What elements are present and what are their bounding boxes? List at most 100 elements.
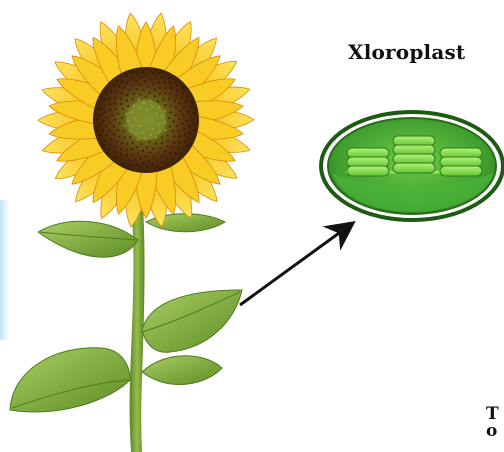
sunflower-seed	[157, 100, 159, 102]
sunflower-seed	[178, 102, 180, 104]
sunflower-seed	[131, 111, 133, 113]
sunflower-seed	[153, 156, 155, 158]
sunflower-seed	[158, 130, 160, 132]
sunflower-seed	[168, 117, 170, 119]
sunflower-seed	[159, 93, 161, 95]
sunflower-seed	[169, 152, 171, 154]
sunflower-seed	[132, 141, 134, 143]
sunflower-seed	[162, 76, 164, 78]
sunflower-seed	[139, 84, 141, 86]
sunflower-seed	[191, 101, 193, 103]
sunflower-seed	[138, 125, 140, 127]
sunflower-seed	[136, 146, 138, 148]
sunflower-seed	[151, 119, 153, 121]
sunflower-seed	[102, 129, 104, 131]
sunflower-seed	[170, 82, 172, 84]
sunflower-seed	[153, 89, 155, 91]
sunflower-seed	[180, 97, 182, 99]
sunflower-seed	[124, 125, 126, 127]
sunflower-seed	[172, 130, 174, 132]
sunflower-seed	[161, 136, 163, 138]
sunflower-seed	[148, 159, 150, 161]
sunflower-seed	[164, 122, 166, 124]
sunflower-seed	[115, 108, 117, 110]
sunflower-seed	[187, 145, 189, 147]
sunflower-seed	[154, 95, 156, 97]
sunflower-seed	[155, 136, 157, 138]
sunflower-seed	[114, 146, 116, 148]
sunflower-seed	[149, 91, 151, 93]
sunflower-seed	[121, 117, 123, 119]
sunflower-seed	[127, 105, 129, 107]
sunflower-seed	[189, 106, 191, 108]
sunflower-seed	[155, 143, 157, 145]
sunflower-seed	[162, 98, 164, 100]
sunflower-seed	[182, 87, 184, 89]
sunflower-seed	[109, 122, 111, 124]
sunflower-seed	[185, 101, 187, 103]
sunflower-seed	[129, 130, 131, 132]
sunflower-seed	[120, 97, 122, 99]
sunflower-seed	[142, 132, 144, 134]
sunflower-seed	[133, 104, 135, 106]
sunflower-seed	[175, 107, 177, 109]
sunflower-seed	[144, 155, 146, 157]
sunflower-seed	[179, 110, 181, 112]
sunflower-seed	[118, 122, 120, 124]
sunflower-seed	[149, 152, 151, 154]
sunflower-seed	[133, 93, 135, 95]
sunflower-seed	[183, 128, 185, 130]
sunflower-seed	[137, 138, 139, 140]
sunflower-seed	[170, 93, 172, 95]
sunflower-seed	[147, 85, 149, 87]
sunflower-seed	[164, 104, 166, 106]
sunflower-seed	[152, 83, 154, 85]
sunflower-seed	[114, 156, 116, 158]
sunflower-seed	[131, 77, 133, 79]
sunflower-seed	[131, 71, 133, 73]
sunflower-seed	[178, 118, 180, 120]
sunflower-seed	[106, 134, 108, 136]
sunflower-seed	[114, 119, 116, 121]
sunflower-seed	[161, 155, 163, 157]
sunflower-seed	[184, 140, 186, 142]
sunflower-seed	[96, 118, 98, 120]
grana-stack-left	[347, 148, 389, 176]
sunflower-seed	[121, 142, 123, 144]
sunflower-seed	[161, 115, 163, 117]
sunflower-seed	[158, 124, 160, 126]
sunflower-seed	[118, 136, 120, 138]
sunflower-seed	[164, 129, 166, 131]
sunflower-seed	[172, 147, 174, 149]
sunflower-seed	[133, 159, 135, 161]
sunflower-seed	[136, 163, 138, 165]
sunflower-seed	[161, 162, 163, 164]
sunflower-seed	[110, 91, 112, 93]
sunflower-seed	[177, 147, 179, 149]
sunflower-seed	[155, 112, 157, 114]
sunflower-seed	[111, 114, 113, 116]
sunflower-seed	[169, 126, 171, 128]
sunflower-seed	[100, 114, 102, 116]
sunflower-seed	[126, 143, 128, 145]
sunflower-seed	[175, 95, 177, 97]
sunflower-seed	[152, 148, 154, 150]
sunflower-seed	[136, 88, 138, 90]
sunflower-seed	[170, 87, 172, 89]
sunflower-seed	[108, 148, 110, 150]
sunflower-seed	[105, 92, 107, 94]
sunflower-seed	[152, 72, 154, 74]
sunflower-seed	[146, 109, 148, 111]
sunflower-seed	[161, 142, 163, 144]
sunflower-seed	[173, 136, 175, 138]
sunflower-seed	[139, 93, 141, 95]
arrow-icon	[240, 228, 346, 305]
sunflower-seed	[131, 148, 133, 150]
sunflower-seed	[145, 96, 147, 98]
sunflower-seed	[128, 89, 130, 91]
sunflower-seed	[183, 115, 185, 117]
sunflower-seed	[155, 77, 157, 79]
sunflower-seed	[99, 101, 101, 103]
sunflower-seed	[122, 108, 124, 110]
